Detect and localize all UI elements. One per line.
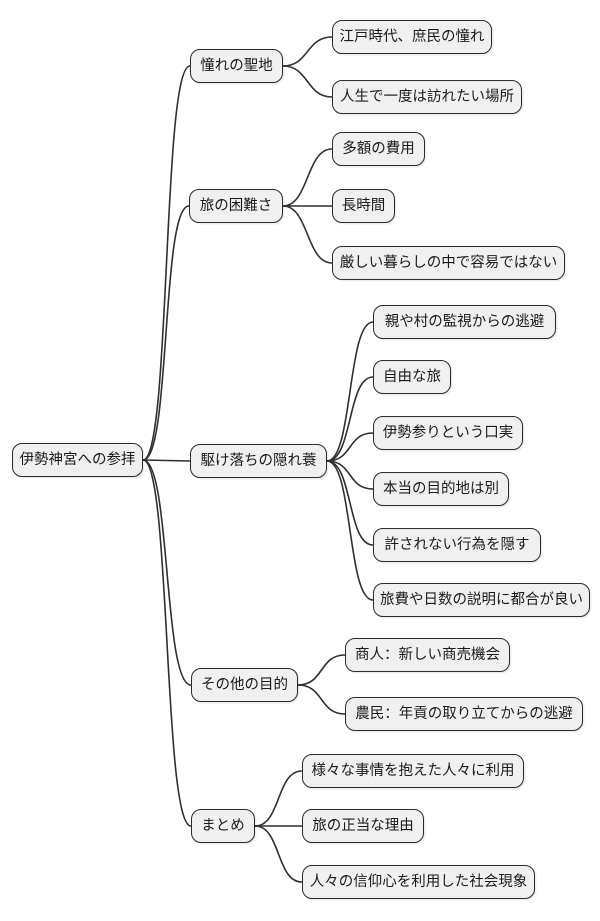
link-branch5-leaf3: [254, 825, 303, 883]
branch-node-2: 旅の困難さ: [189, 189, 283, 223]
leaf-node-3-1: 親や村の監視からの逃避: [373, 305, 556, 339]
link-branch2-leaf1: [282, 148, 333, 207]
branch-node-3: 駆け落ちの隠れ蓑: [190, 444, 327, 478]
leaf-node-1-1: 江戸時代、庶民の憧れ: [332, 20, 492, 54]
leaf-node-5-1: 様々な事情を抱えた人々に利用: [302, 754, 524, 788]
link-branch2-leaf3: [282, 205, 333, 264]
link-branch3-leaf6: [326, 460, 374, 601]
leaf-node-2-2: 長時間: [332, 189, 395, 223]
link-root-branch-2: [142, 205, 190, 461]
link-branch1-leaf1: [282, 36, 333, 67]
branch-node-1: 憧れの聖地: [190, 49, 283, 83]
leaf-node-4-1: 商人：新しい商売機会: [345, 638, 510, 672]
link-branch4-leaf2: [297, 684, 346, 715]
leaf-node-2-1: 多額の費用: [332, 132, 425, 166]
leaf-node-2-3: 厳しい暮らしの中で容易ではない: [332, 246, 565, 280]
link-branch4-leaf1: [297, 654, 346, 686]
link-branch3-leaf2: [326, 376, 374, 462]
link-branch3-leaf5: [326, 460, 374, 546]
branch-node-5: まとめ: [191, 809, 255, 843]
leaf-node-5-2: 旅の正当な理由: [302, 809, 424, 843]
leaf-node-3-2: 自由な旅: [373, 360, 451, 394]
leaf-node-3-3: 伊勢参りという口実: [373, 416, 523, 450]
leaf-node-3-5: 許されない行為を隠す: [373, 528, 541, 562]
link-root-branch-4: [142, 459, 192, 686]
link-root-branch-3: [142, 459, 191, 462]
leaf-node-1-2: 人生で一度は訪れたい場所: [332, 80, 522, 114]
leaf-node-4-2: 農民：年貢の取り立てからの逃避: [345, 697, 583, 731]
link-branch3-leaf1: [326, 321, 374, 462]
leaf-node-5-3: 人々の信仰心を利用した社会現象: [302, 865, 535, 899]
leaf-node-3-4: 本当の目的地は別: [373, 472, 509, 506]
link-branch3-leaf3: [326, 432, 374, 462]
link-root-branch-1: [142, 65, 191, 461]
root-node: 伊勢神宮への参拝: [12, 443, 143, 477]
leaf-node-3-6: 旅費や日数の説明に都合が良い: [373, 583, 590, 617]
link-root-branch-5: [142, 459, 192, 827]
link-branch3-leaf4: [326, 460, 374, 490]
branch-node-4: その他の目的: [191, 668, 298, 702]
link-branch1-leaf2: [282, 65, 333, 98]
link-branch5-leaf1: [254, 770, 303, 827]
